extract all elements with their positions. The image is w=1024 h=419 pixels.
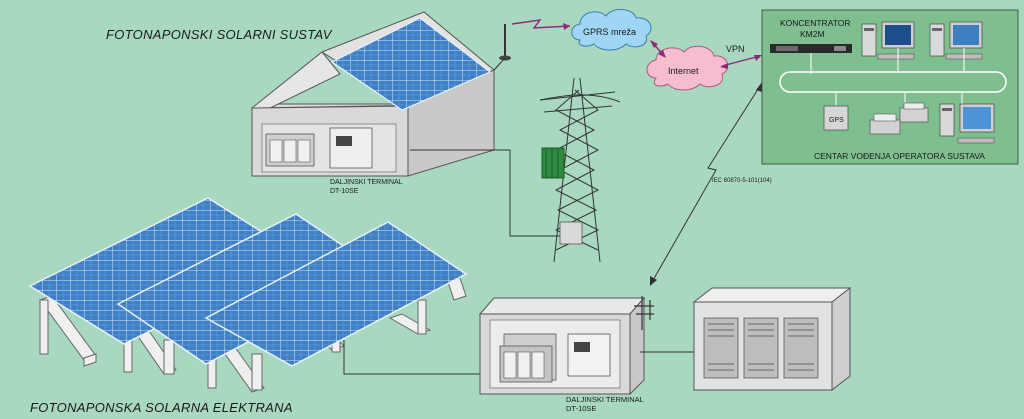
concentrator-label-2: KM2M [800,29,825,39]
control-center-caption: CENTAR VOĐENJA OPERATORA SUSTAVA [814,151,985,161]
terminal-house-label-1: DALJINSKI TERMINAL [330,179,403,186]
terminal-plant-label-2: DT-10SE [566,404,596,413]
gps-device [823,92,849,131]
pole-box [559,221,583,245]
plant-cabinet [478,296,646,396]
terminal-house-label-2: DT-10SE [330,188,359,195]
workstation-1 [861,21,915,72]
control-center: KONCENTRATOR KM2M GPS [761,9,1019,165]
title-system: FOTONAPONSKI SOLARNI SUSTAV [106,27,333,42]
workstation-3 [939,92,995,144]
gprs-label: GPRS mreža [583,27,636,37]
network-bus [779,71,1007,93]
iec-link [650,82,762,286]
substation-building [692,286,852,392]
concentrator-label-1: KONCENTRATOR [780,18,851,28]
terminal-cabinet-house [329,127,373,169]
gprs-antenna [493,24,511,71]
roof-solar-panels [330,17,492,111]
gprs-cloud [571,9,652,51]
workstation-2 [929,21,983,72]
transformer [541,147,565,179]
vpn-label: VPN [726,44,745,54]
solar-array-field [28,197,468,393]
cable-house-pole [410,149,560,237]
internet-label: Internet [668,66,699,76]
terminal-cabinet-plant [567,333,611,377]
plant-antenna [634,296,654,330]
wireless-links [511,19,762,69]
internet-cloud [646,45,729,91]
terminal-plant-label-1: DALJINSKI TERMINAL [566,395,644,404]
printers [869,92,929,135]
protocol-label: IEC 60870-5-101(104) [712,178,772,184]
gps-label: GPS [829,117,844,124]
title-plant: FOTONAPONSKA SOLARNA ELEKTRANA [30,400,293,415]
cable-field-terminal [343,340,504,375]
concentrator-device [770,44,852,74]
